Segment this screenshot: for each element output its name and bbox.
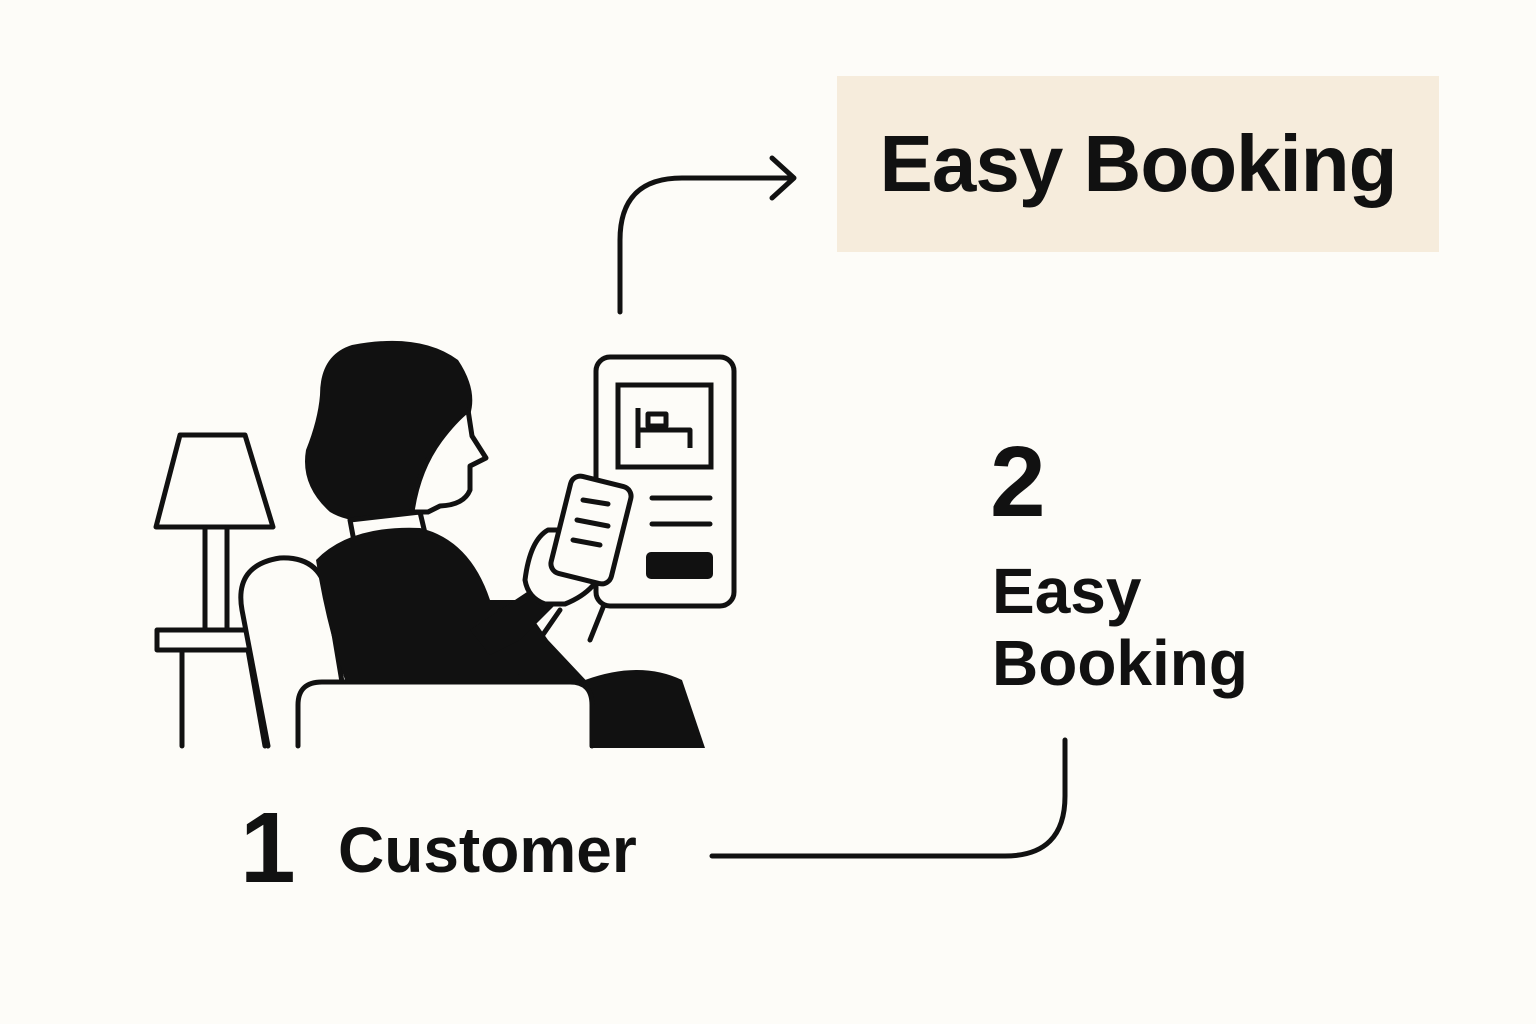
step-1-number: 1 xyxy=(240,792,296,904)
step-1-label: Customer xyxy=(338,814,637,886)
woman-with-phone-illustration xyxy=(305,340,705,748)
smartphone-icon xyxy=(548,473,634,587)
arrow-right-icon xyxy=(769,155,797,201)
step-2-number: 2 xyxy=(990,426,1046,538)
booking-screen-icon xyxy=(593,354,737,609)
step-2-label: Easy Booking xyxy=(992,555,1248,699)
page-title: Easy Booking xyxy=(879,119,1397,208)
arrow-to-title xyxy=(617,155,797,315)
floor-lamp-icon xyxy=(153,432,278,749)
title-banner: Easy Booking xyxy=(837,76,1439,252)
connector-line xyxy=(709,737,1068,859)
bed-icon xyxy=(635,408,693,448)
armchair-arm xyxy=(295,679,595,749)
